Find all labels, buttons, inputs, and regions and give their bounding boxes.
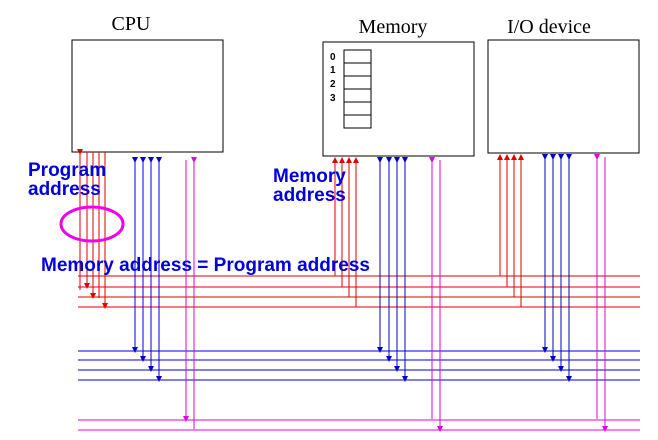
cpu-control-lines: [183, 157, 197, 429]
memory-title: Memory: [359, 16, 428, 38]
program-address-label: address: [28, 179, 101, 200]
memory-cell-label: 2: [330, 79, 336, 90]
io-control-lines: [594, 154, 608, 432]
cpu-title: CPU: [112, 13, 151, 35]
equation-label: Memory address = Program address: [41, 255, 370, 276]
memory-cell-label: 3: [330, 93, 336, 104]
memory-address-lines: [332, 157, 359, 307]
memory-control-lines: [429, 157, 443, 432]
io-address-lines: [497, 154, 524, 307]
memory-cell-label: 1: [330, 65, 336, 76]
io-data-lines: [542, 154, 572, 382]
highlight-ellipse: [59, 205, 125, 243]
memory-address-label: Memory: [273, 166, 346, 187]
control-bus: [78, 419, 640, 431]
address-bus: [78, 275, 640, 308]
io-device-box: [487, 39, 640, 154]
data-bus: [78, 350, 640, 381]
cpu-address-lines: [77, 149, 108, 309]
io-device-title: I/O device: [507, 16, 591, 38]
memory-cell-stack: [343, 49, 372, 129]
cpu-box: [71, 39, 224, 153]
cpu-data-lines: [132, 157, 162, 382]
memory-cell-label: 0: [330, 52, 336, 63]
memory-address-label: address: [273, 185, 346, 206]
memory-data-lines: [377, 157, 408, 382]
program-address-label: Program: [28, 160, 106, 181]
